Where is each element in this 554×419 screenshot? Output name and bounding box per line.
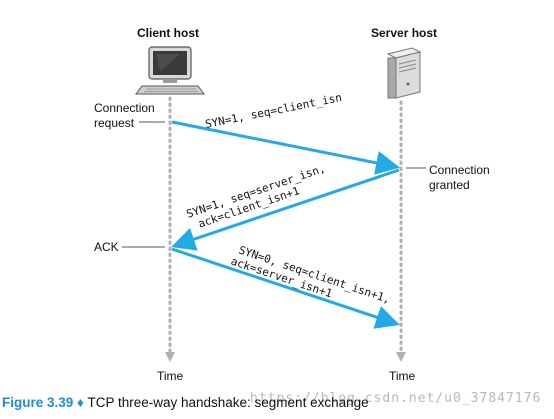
syn-segment-label: SYN=1, seq=client_isn [204, 91, 343, 131]
connection-granted-line-2: granted [429, 178, 470, 192]
client-host-title: Client host [137, 26, 199, 40]
figure-number: Figure 3.39 [2, 395, 74, 410]
caption-text: TCP three-way handshake: segment exchang… [87, 395, 369, 410]
ack-segment-label: SYN=0, seq=client_isn+1, ack=server_isn+… [229, 242, 398, 320]
figure-caption: Figure 3.39 ♦ TCP three-way handshake: s… [2, 395, 369, 410]
client-time-label: Time [157, 369, 184, 383]
caption-bullet-icon: ♦ [77, 395, 84, 410]
ack-segment-arrow [171, 247, 400, 329]
server-timeline-arrowhead [396, 352, 406, 362]
server-time-label: Time [389, 369, 416, 383]
connection-granted-label: Connection granted [429, 163, 490, 193]
ack-label: ACK [94, 240, 119, 254]
connection-request-line-2: request [94, 116, 135, 130]
connection-request-label: Connection request [94, 101, 155, 131]
synack-segment-label: SYN=1, seq=server_isn, ack=client_isn+1 [185, 160, 338, 233]
server-host-title: Server host [371, 26, 438, 40]
connection-granted-line-1: Connection [429, 163, 490, 177]
syn-segment-arrow [171, 120, 400, 175]
synack-segment-arrow [171, 168, 400, 251]
connection-request-line-1: Connection [94, 101, 155, 115]
client-timeline-arrowhead [165, 352, 175, 362]
client-computer-icon [135, 46, 205, 95]
server-tower-icon [386, 47, 422, 99]
watermark: https://blog.csdn.net/u0_37847176 [250, 391, 542, 406]
